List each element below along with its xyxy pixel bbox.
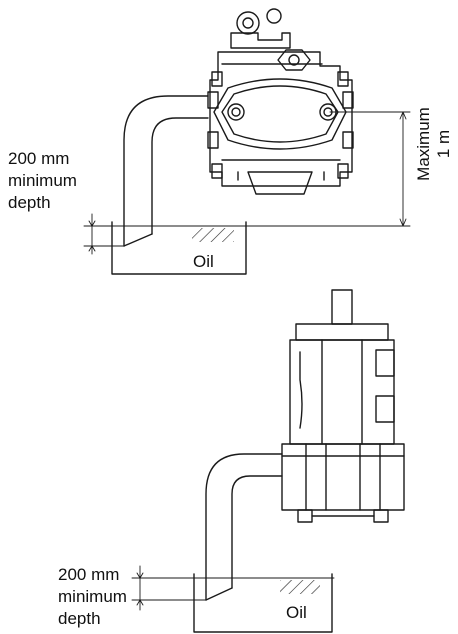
- bottom-depth-line-1: 200 mm: [58, 565, 120, 584]
- top-tank-label: Oil: [193, 252, 214, 271]
- top-oil-tank: [111, 221, 249, 275]
- top-depth-dimension: [83, 213, 125, 255]
- top-max-height-dimension: [247, 111, 411, 227]
- top-max-height-line-1: Maximum: [414, 107, 433, 181]
- bottom-depth-line-2: minimum: [58, 587, 127, 606]
- bottom-tank-label: Oil: [286, 603, 307, 622]
- bottom-depth-label: 200 mm minimum depth: [58, 564, 127, 630]
- bottom-depth-dimension: [131, 565, 207, 611]
- top-suction-pipe: [123, 95, 209, 247]
- top-max-height-label: Maximum 1 m: [414, 92, 454, 196]
- top-depth-line-3: depth: [8, 193, 51, 212]
- top-depth-line-2: minimum: [8, 171, 77, 190]
- top-depth-line-1: 200 mm: [8, 149, 70, 168]
- top-depth-label: 200 mm minimum depth: [8, 148, 77, 214]
- bottom-depth-line-3: depth: [58, 609, 101, 628]
- bottom-pump-side-view: [281, 289, 405, 523]
- top-max-height-line-2: 1 m: [434, 129, 453, 159]
- bottom-oil-tank: [193, 573, 335, 633]
- top-pump-front-view: [207, 8, 354, 195]
- bottom-suction-pipe: [205, 453, 283, 601]
